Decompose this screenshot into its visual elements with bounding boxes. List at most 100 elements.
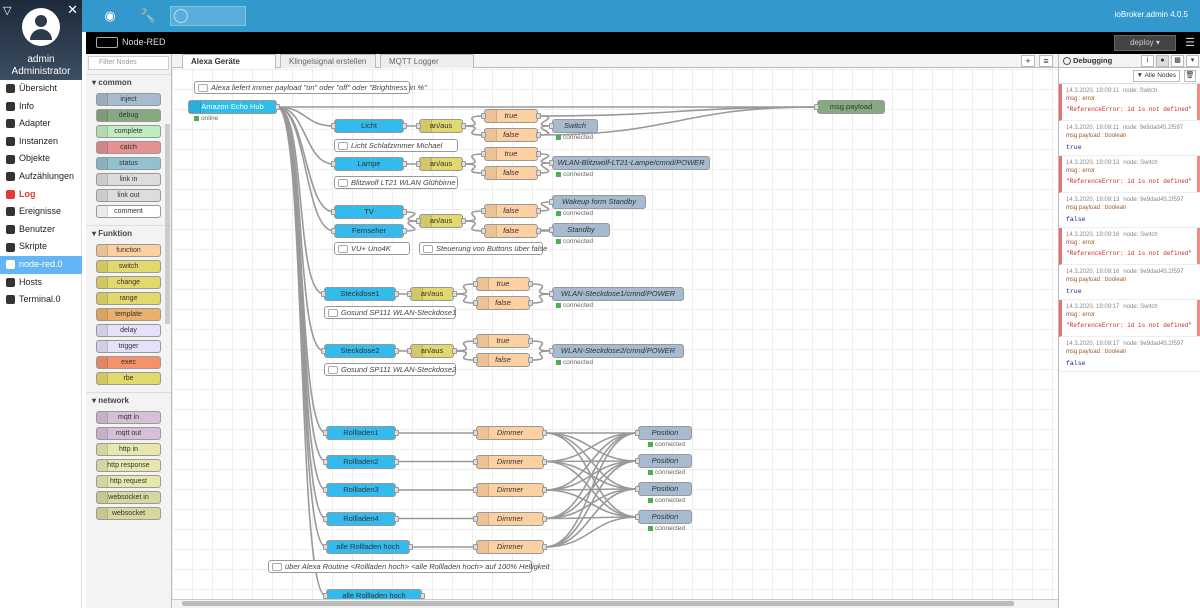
- input-port[interactable]: [473, 338, 478, 344]
- input-port[interactable]: [323, 593, 328, 599]
- function-node-false[interactable]: false: [481, 224, 541, 238]
- wire[interactable]: [543, 432, 639, 548]
- sidebar-item-code[interactable]: Skripte: [0, 238, 82, 256]
- mqtt-out-steckdose2[interactable]: WLAN-Steckdose2/cmnd/POWER: [549, 344, 684, 358]
- debug-filter-button[interactable]: ▼ Alle Nodes: [1132, 70, 1180, 82]
- output-port[interactable]: [394, 430, 399, 436]
- flow-workspace[interactable]: Alexa liefert immer payload "on" oder "o…: [172, 69, 1058, 599]
- comment-node[interactable]: über Alexa Routine <Rollladen hoch> <all…: [268, 560, 549, 573]
- device-node-rollladen2[interactable]: Rollladen2: [323, 454, 399, 469]
- function-node-false[interactable]: false: [481, 128, 541, 142]
- output-port[interactable]: [402, 123, 407, 129]
- wire[interactable]: [276, 106, 335, 165]
- function-node-true[interactable]: true: [473, 277, 533, 291]
- input-port[interactable]: [635, 514, 640, 520]
- device-node-lampe[interactable]: Lampe: [331, 157, 407, 171]
- wire[interactable]: [462, 220, 485, 232]
- add-tab-button[interactable]: +: [1021, 55, 1035, 67]
- tab-mqtt-logger[interactable]: MQTT Logger: [380, 54, 474, 68]
- mqtt-out-position[interactable]: Position: [635, 482, 692, 496]
- comment-node[interactable]: Alexa liefert immer payload "on" oder "o…: [194, 81, 427, 94]
- input-port[interactable]: [549, 199, 554, 205]
- palette-scrollbar[interactable]: [165, 124, 170, 324]
- palette-category-funktion[interactable]: ▾ Funktion: [86, 225, 171, 241]
- mqtt-out-position[interactable]: Position: [635, 454, 692, 468]
- input-port[interactable]: [331, 209, 336, 215]
- device-node-rollladen1[interactable]: Rollladen1: [323, 426, 399, 440]
- wire[interactable]: [537, 162, 553, 174]
- output-port[interactable]: [394, 291, 399, 297]
- comment-node[interactable]: Gosund SP111 WLAN-Steckdose1: [324, 306, 456, 319]
- sidebar-item-user[interactable]: Benutzer: [0, 221, 82, 239]
- wire[interactable]: [543, 432, 639, 463]
- alexa-hub-node[interactable]: Amazon Echo Hub: [188, 100, 280, 114]
- palette-node-template[interactable]: template: [96, 308, 161, 321]
- device-node-partial[interactable]: alle Rollladen hoch: [323, 589, 425, 599]
- sidebar-item-grid[interactable]: Übersicht: [0, 80, 82, 98]
- input-port[interactable]: [481, 151, 486, 157]
- function-node-dimmer[interactable]: Dimmer: [473, 454, 547, 469]
- wire[interactable]: [537, 106, 818, 117]
- input-port[interactable]: [331, 161, 336, 167]
- sidebar-item-adapter[interactable]: Adapter: [0, 115, 82, 133]
- output-port[interactable]: [452, 291, 457, 297]
- palette-node-function[interactable]: function: [96, 244, 161, 257]
- wire[interactable]: [453, 350, 477, 361]
- sidebar-item-terminal[interactable]: Terminal.0: [0, 291, 82, 309]
- wrench-icon[interactable]: 🔧: [139, 8, 157, 23]
- input-port[interactable]: [473, 458, 478, 465]
- output-port[interactable]: [394, 515, 399, 522]
- input-port[interactable]: [321, 291, 326, 297]
- palette-node-link-out[interactable]: link out: [96, 189, 161, 202]
- input-port[interactable]: [549, 348, 554, 354]
- wire[interactable]: [403, 220, 420, 232]
- output-port[interactable]: [542, 458, 547, 465]
- tab-list-icon[interactable]: ≡: [1039, 55, 1053, 67]
- sidebar-item-events[interactable]: Ereignisse: [0, 203, 82, 221]
- output-port[interactable]: [528, 300, 533, 306]
- deploy-button[interactable]: deploy ▾: [1114, 35, 1176, 51]
- wire[interactable]: [276, 106, 325, 352]
- output-port[interactable]: [275, 104, 280, 110]
- wire[interactable]: [543, 488, 639, 548]
- function-node-false[interactable]: false: [473, 353, 533, 367]
- wire[interactable]: [453, 293, 477, 304]
- input-port[interactable]: [481, 228, 486, 234]
- sidebar-item-enums[interactable]: Aufzählungen: [0, 168, 82, 186]
- wire[interactable]: [543, 516, 639, 548]
- palette-filter-input[interactable]: Filter Nodes: [88, 56, 169, 70]
- sidebar-item-objects[interactable]: Objekte: [0, 150, 82, 168]
- switch-node[interactable]: an/aus: [407, 287, 457, 301]
- output-port[interactable]: [452, 348, 457, 354]
- switch-node[interactable]: an/aus: [407, 344, 457, 358]
- output-port[interactable]: [420, 593, 425, 599]
- input-port[interactable]: [549, 291, 554, 297]
- input-port[interactable]: [407, 348, 412, 354]
- input-port[interactable]: [331, 123, 336, 129]
- wire[interactable]: [276, 106, 325, 295]
- wire[interactable]: [276, 106, 327, 597]
- bug-icon[interactable]: ●: [1156, 55, 1169, 67]
- tab-alexa-geraete[interactable]: Alexa Geräte: [182, 54, 276, 69]
- switch-node[interactable]: an/aus: [416, 119, 466, 133]
- palette-node-range[interactable]: range: [96, 292, 161, 305]
- output-port[interactable]: [528, 357, 533, 363]
- eye-icon[interactable]: ◉: [104, 8, 116, 23]
- output-port[interactable]: [536, 208, 541, 214]
- chart-icon[interactable]: ▩: [1171, 55, 1184, 67]
- comment-node[interactable]: Steuerung von Buttons über false: [419, 242, 547, 255]
- switch-node[interactable]: an/aus: [416, 157, 466, 171]
- output-port[interactable]: [461, 161, 466, 167]
- wire[interactable]: [462, 163, 485, 174]
- sidebar-item-info[interactable]: Info: [0, 98, 82, 116]
- palette-node-change[interactable]: change: [96, 276, 161, 289]
- device-node-rollladen4[interactable]: Rollladen4: [323, 511, 399, 526]
- input-port[interactable]: [473, 487, 478, 493]
- input-port[interactable]: [416, 161, 421, 167]
- output-port[interactable]: [536, 132, 541, 138]
- input-port[interactable]: [549, 123, 554, 129]
